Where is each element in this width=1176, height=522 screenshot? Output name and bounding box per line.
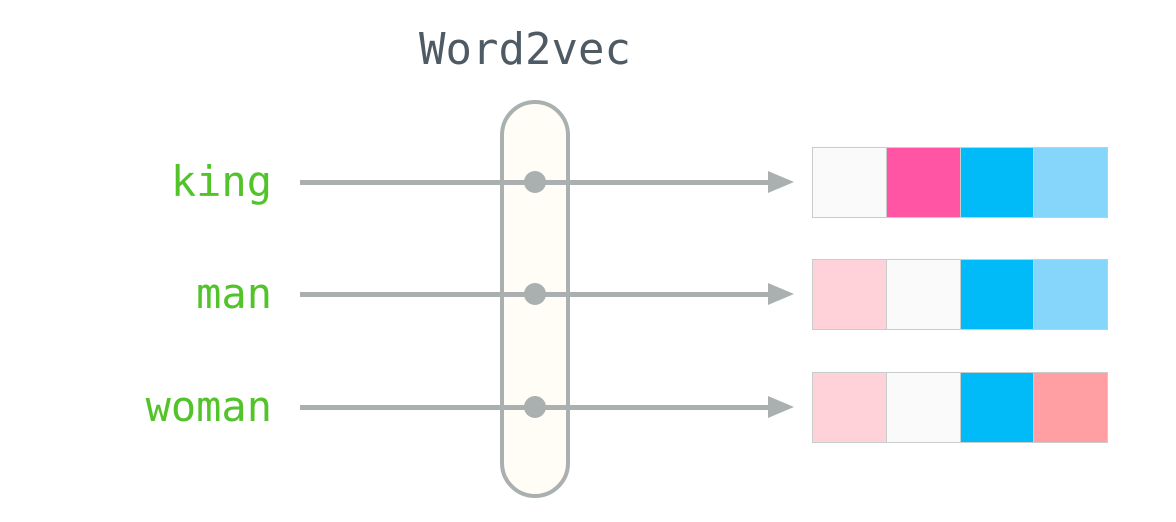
vector-cell: [886, 259, 961, 330]
model-title: Word2vec: [419, 24, 631, 75]
vector-cell: [886, 372, 961, 443]
encoder-node-dot: [524, 171, 546, 193]
arrow-head-icon: [768, 171, 794, 193]
vector-bar-man: [812, 259, 1108, 330]
vector-cell: [886, 147, 961, 218]
vector-cell: [960, 372, 1035, 443]
arrow-head-icon: [768, 396, 794, 418]
vector-cell: [1034, 147, 1108, 218]
word-label-king: king: [170, 157, 272, 206]
vector-cell: [812, 259, 887, 330]
vector-bar-woman: [812, 372, 1108, 443]
encoder-node-dot: [524, 396, 546, 418]
vector-bar-king: [812, 147, 1108, 218]
vector-cell: [1034, 259, 1108, 330]
word-label-woman: woman: [145, 382, 272, 431]
vector-cell: [812, 372, 887, 443]
word-label-man: man: [196, 269, 272, 318]
encoder-node-dot: [524, 283, 546, 305]
arrow-head-icon: [768, 283, 794, 305]
vector-cell: [812, 147, 887, 218]
vector-cell: [1034, 372, 1108, 443]
vector-cell: [960, 259, 1035, 330]
vector-cell: [960, 147, 1035, 218]
encoder-capsule: [500, 100, 570, 498]
